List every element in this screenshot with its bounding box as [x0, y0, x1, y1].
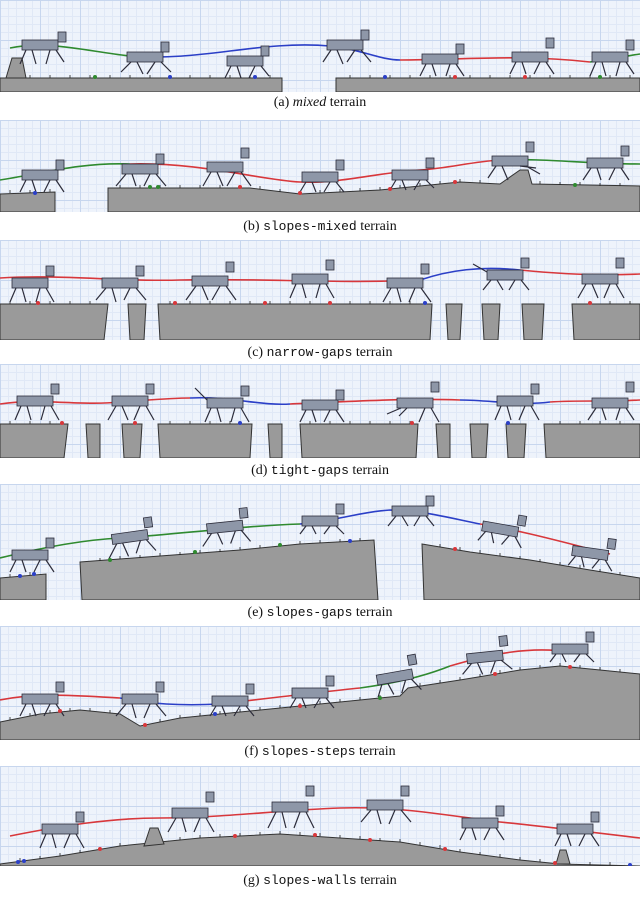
- caption-a-suffix: terrain: [329, 95, 367, 110]
- caption-a-terrain-name: mixed: [292, 95, 327, 110]
- caption-b-suffix: terrain: [360, 219, 397, 234]
- caption-b: (b) slopes-mixed terrain: [0, 218, 640, 236]
- caption-d-label: (d): [251, 463, 268, 478]
- caption-c-suffix: terrain: [355, 345, 393, 360]
- panel-d-svg: [0, 381, 640, 458]
- panel-a-image: [0, 0, 640, 92]
- ground-ticks-d: [9, 421, 621, 424]
- ground-ticks-f: [9, 663, 621, 722]
- caption-g-terrain-name: slopes-walls: [263, 873, 357, 888]
- caption-a-label: (a): [273, 95, 290, 110]
- caption-d-suffix: terrain: [352, 463, 389, 478]
- panel-g-image: [0, 766, 640, 866]
- caption-c-label: (c): [247, 345, 264, 360]
- caption-g-suffix: terrain: [360, 873, 397, 888]
- caption-d-terrain-name: tight-gaps: [270, 463, 349, 478]
- terrain-f: [0, 665, 640, 740]
- terrain-d: [0, 423, 640, 458]
- contact-markers-b: [33, 180, 577, 195]
- contact-markers-a: [93, 75, 602, 79]
- caption-d: (d) tight-gaps terrain: [0, 462, 640, 480]
- robot-poses-g: [39, 785, 600, 849]
- caption-f-suffix: terrain: [359, 744, 396, 759]
- terrain-a: [0, 57, 640, 92]
- terrain-e: [0, 539, 640, 600]
- robot-poses-e: [9, 495, 617, 573]
- terrain-c: [0, 303, 640, 340]
- contact-markers-c: [36, 301, 592, 305]
- caption-e-suffix: terrain: [355, 605, 393, 620]
- robot-poses-b: [19, 141, 630, 193]
- panel-c-image: [0, 240, 640, 340]
- panel-f-svg: [0, 631, 640, 740]
- caption-b-terrain-name: slopes-mixed: [263, 219, 357, 234]
- robot-poses-a: [19, 29, 635, 79]
- caption-b-label: (b): [243, 219, 260, 234]
- caption-f: (f) slopes-steps terrain: [0, 743, 640, 761]
- caption-f-terrain-name: slopes-steps: [261, 744, 356, 759]
- robot-poses-c: [9, 257, 625, 303]
- contact-markers-d: [60, 421, 510, 425]
- caption-c: (c) narrow-gaps terrain: [0, 344, 640, 362]
- caption-e: (e) slopes-gaps terrain: [0, 604, 640, 622]
- caption-g: (g) slopes-walls terrain: [0, 872, 640, 890]
- panel-b-image: [0, 120, 640, 212]
- panel-g-svg: [0, 785, 640, 866]
- panel-c-svg: [0, 257, 640, 340]
- caption-f-label: (f): [244, 744, 259, 759]
- ground-ticks-g: [19, 831, 611, 865]
- caption-e-label: (e): [247, 605, 264, 620]
- caption-g-label: (g): [243, 873, 260, 888]
- panel-e-svg: [0, 495, 640, 600]
- robot-poses-d: [14, 381, 635, 423]
- panel-f-image: [0, 626, 640, 740]
- trajectory-g: [9, 806, 640, 839]
- caption-a: (a) mixed terrain: [0, 94, 640, 112]
- panel-e-image: [0, 484, 640, 600]
- contact-markers-e: [18, 539, 457, 578]
- caption-c-terrain-name: narrow-gaps: [266, 345, 353, 360]
- panel-b-svg: [0, 141, 640, 212]
- panel-a-svg: [0, 29, 640, 92]
- robot-poses-f: [19, 631, 595, 719]
- panel-d-image: [0, 364, 640, 458]
- trajectory-c: [0, 267, 640, 283]
- ground-ticks-a: [29, 75, 631, 78]
- contact-markers-g: [16, 833, 632, 866]
- caption-e-terrain-name: slopes-gaps: [266, 605, 353, 620]
- contact-markers-f: [58, 665, 572, 727]
